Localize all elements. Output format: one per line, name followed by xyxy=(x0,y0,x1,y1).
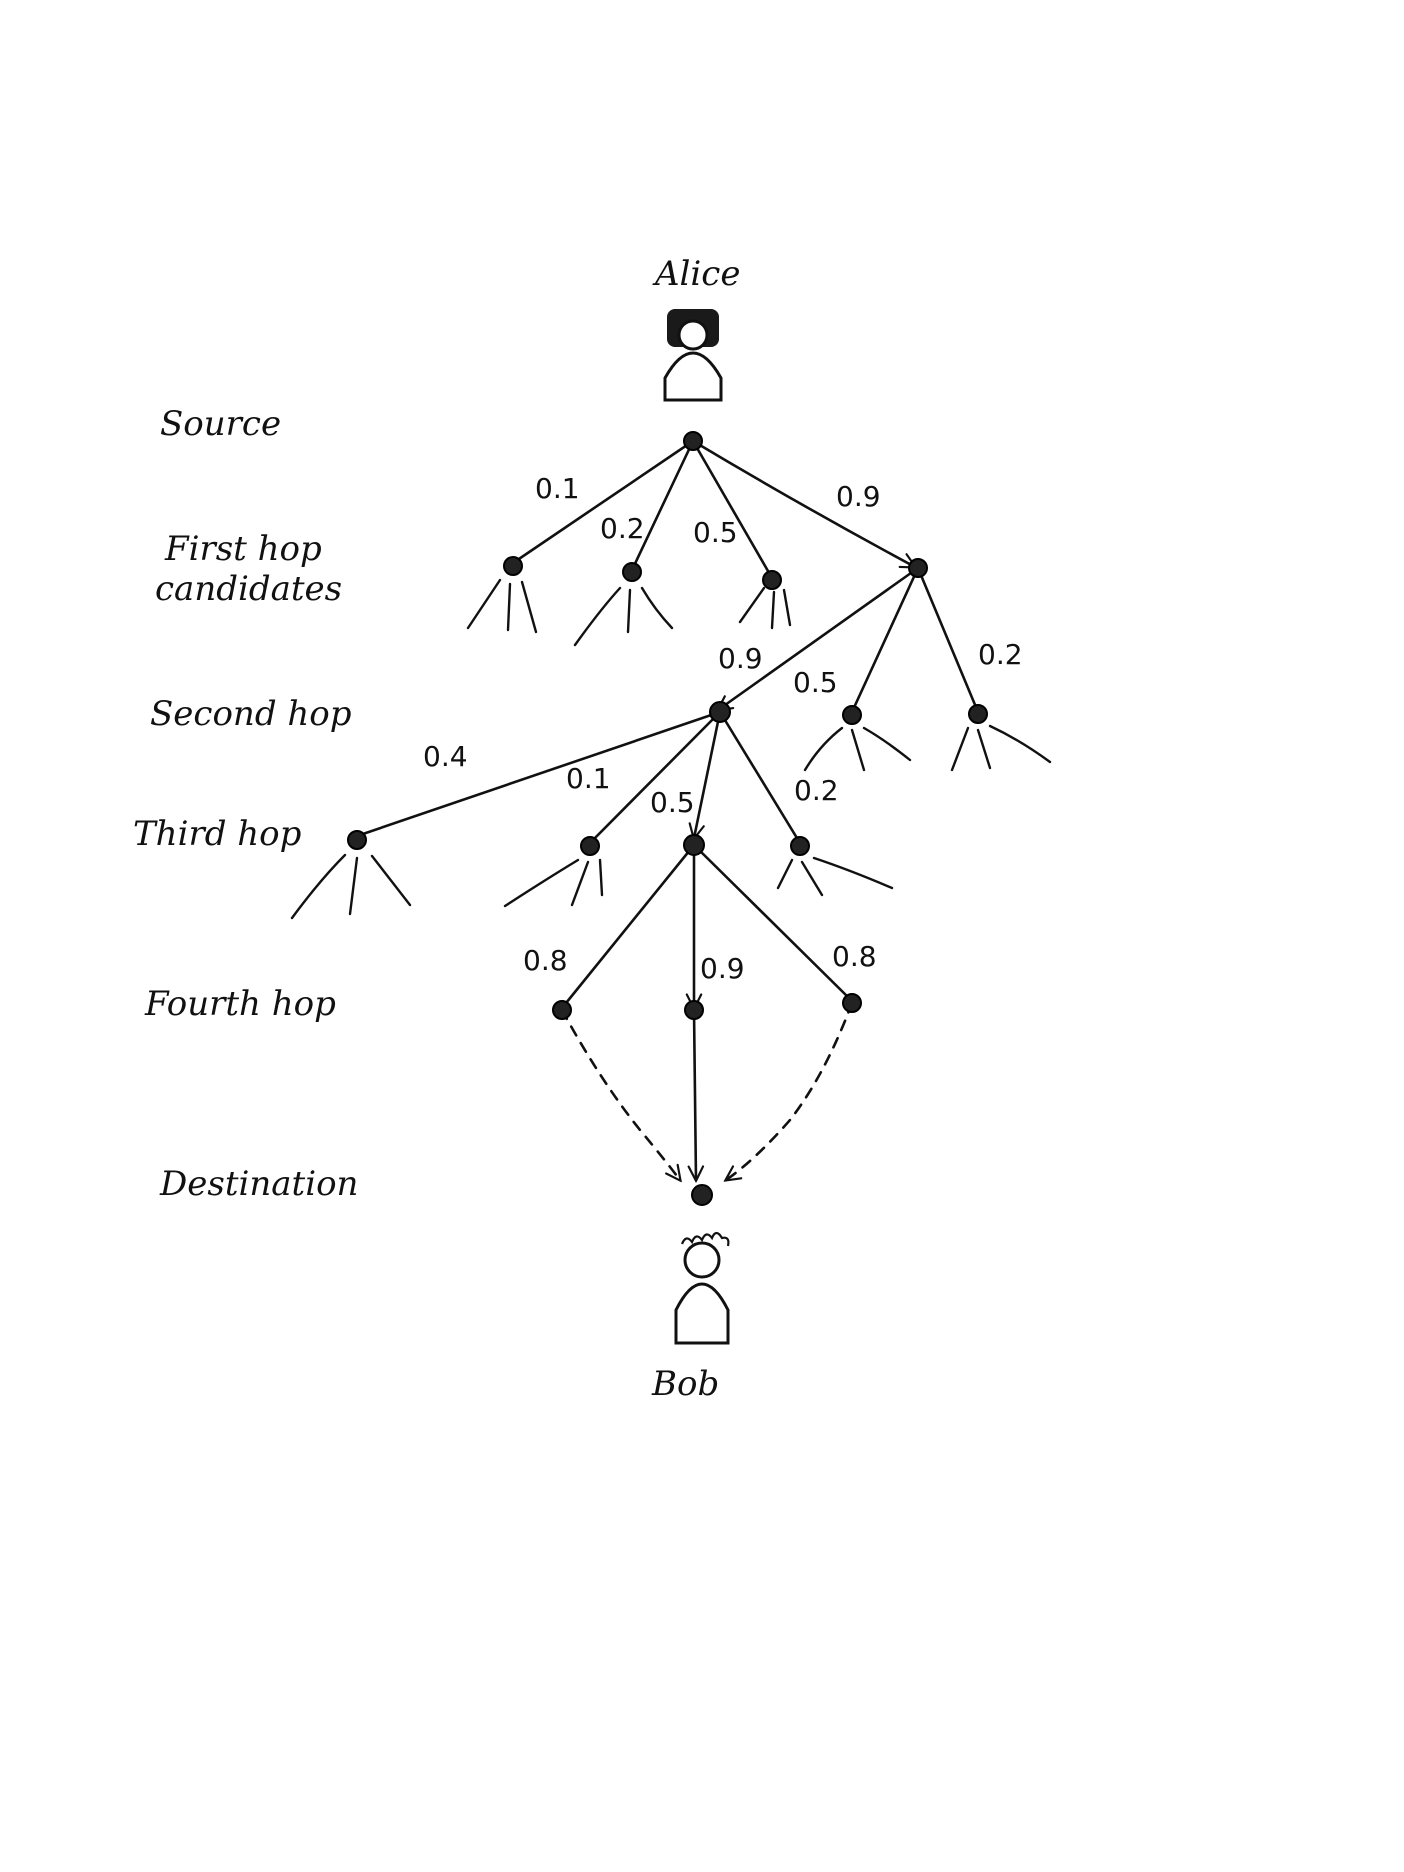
edge-hop2-to-hop3-d xyxy=(718,710,802,845)
row-label-first-hop-candidates: candidates xyxy=(155,569,342,609)
row-label-third-hop: Third hop xyxy=(133,814,301,854)
edges-first-hop xyxy=(511,439,915,580)
bob-body xyxy=(674,1282,730,1345)
edge-hop3-to-hop4-a xyxy=(560,843,696,1010)
alice-person-icon: Alice xyxy=(652,254,740,402)
edge-source-to-hop1-d xyxy=(691,439,915,567)
edge-hop1-to-hop2-c xyxy=(916,566,980,714)
weight-hop2-b: 0.5 xyxy=(793,666,838,699)
weight-hop3-b: 0.1 xyxy=(566,762,611,795)
node-hop4-a-icon xyxy=(552,1000,572,1020)
bob-person-icon: Bob xyxy=(651,1231,730,1404)
weight-hop4-b: 0.9 xyxy=(700,952,745,985)
bob-hair xyxy=(680,1231,730,1247)
row-label-first-hop: First hop xyxy=(164,529,322,569)
alice-head xyxy=(677,319,709,351)
weight-hop2-a: 0.9 xyxy=(718,642,763,675)
weight-hop3-c: 0.5 xyxy=(650,786,695,819)
edge-hop2-to-hop3-a xyxy=(355,710,722,838)
node-hop1-d-icon xyxy=(908,558,928,578)
node-hop3-c-icon xyxy=(683,834,705,856)
stub-hop3-d xyxy=(776,856,894,897)
bob-head xyxy=(683,1241,721,1279)
weight-hop2-c: 0.2 xyxy=(978,638,1023,671)
node-destination-icon xyxy=(691,1184,713,1206)
weight-hop1-c: 0.5 xyxy=(693,516,738,549)
node-hop1-c-icon xyxy=(762,570,782,590)
node-hop3-b-icon xyxy=(580,836,600,856)
alice-body xyxy=(663,351,723,402)
edges-fourth-hop xyxy=(560,843,854,1010)
edge-hop4-to-destination-a xyxy=(560,1008,680,1180)
edges-second-hop xyxy=(718,566,980,714)
weight-hop4-c: 0.8 xyxy=(832,940,877,973)
edges-third-hop xyxy=(355,710,802,845)
weight-hop1-d: 0.9 xyxy=(836,480,881,513)
row-label-second-hop: Second hop xyxy=(150,694,352,734)
weight-hop1-b: 0.2 xyxy=(600,512,645,545)
stub-hop1-c xyxy=(738,586,792,630)
weight-hop4-a: 0.8 xyxy=(523,944,568,977)
stub-hop3-b xyxy=(503,858,604,908)
node-hop3-d-icon xyxy=(790,836,810,856)
weight-hop1-a: 0.1 xyxy=(535,472,580,505)
edge-hop2-to-hop3-b xyxy=(588,710,722,845)
stub-hop1-a xyxy=(466,578,538,634)
node-hop2-a-icon xyxy=(709,701,731,723)
node-hop2-b-icon xyxy=(842,705,862,725)
edge-hop2-to-hop3-c xyxy=(694,710,722,838)
row-label-destination: Destination xyxy=(159,1164,358,1204)
stub-hop2-c xyxy=(950,724,1052,772)
weight-hop3-a: 0.4 xyxy=(423,740,468,773)
node-hop2-c-icon xyxy=(968,704,988,724)
node-hop1-b-icon xyxy=(622,562,642,582)
row-labels: Source First hop candidates Second hop T… xyxy=(133,404,358,1204)
edge-weights: 0.1 0.2 0.5 0.9 0.9 0.5 0.2 0.4 0.1 0.5 … xyxy=(423,472,1023,985)
row-label-source: Source xyxy=(160,404,281,444)
stub-hop3-a xyxy=(290,853,412,920)
node-hop4-c-icon xyxy=(842,993,862,1013)
bob-name: Bob xyxy=(651,1364,719,1404)
edge-hop4-to-destination-b xyxy=(694,1008,696,1180)
alice-name: Alice xyxy=(652,254,740,294)
node-hop1-a-icon xyxy=(503,556,523,576)
stub-hop2-b xyxy=(803,726,912,772)
edge-hop4-to-destination-c xyxy=(726,1001,854,1180)
edge-hop1-to-hop2-a xyxy=(718,566,920,710)
branch-stubs xyxy=(290,578,1052,920)
node-hop4-b-icon xyxy=(684,1000,704,1020)
edge-source-to-hop1-b xyxy=(630,439,695,572)
edge-source-to-hop1-c xyxy=(691,439,774,580)
edge-source-to-hop1-a xyxy=(511,439,695,565)
weight-hop3-d: 0.2 xyxy=(794,774,839,807)
edge-hop1-to-hop2-b xyxy=(850,566,920,714)
row-label-fourth-hop: Fourth hop xyxy=(144,984,336,1024)
edges-destination xyxy=(560,1001,854,1180)
edge-hop3-to-hop4-c xyxy=(692,843,854,1003)
stub-hop1-b xyxy=(573,586,674,647)
node-hop3-a-icon xyxy=(347,830,367,850)
nodes xyxy=(347,431,988,1206)
node-source-icon xyxy=(683,431,703,451)
